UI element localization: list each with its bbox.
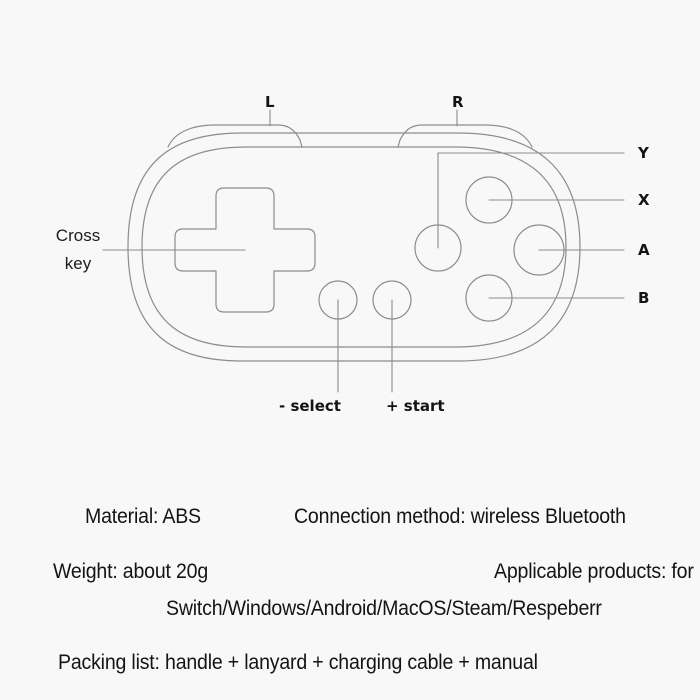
callout-label-button-b: B	[638, 289, 650, 307]
spec-applicable-products-list: Switch/Windows/Android/MacOS/Steam/Respe…	[166, 597, 602, 620]
leader-button-y	[437, 152, 625, 249]
spec-connection-method: Connection method: wireless Bluetooth	[294, 505, 626, 528]
gamepad-diagram	[102, 109, 625, 393]
callout-label-shoulder-right: R	[452, 93, 464, 111]
callout-label-shoulder-left: L	[265, 93, 275, 111]
callout-label-button-a: A	[638, 241, 650, 259]
spec-applicable-products: Applicable products: for	[494, 560, 694, 583]
callout-label-button-x: X	[638, 191, 650, 209]
controller-body-outer	[127, 132, 581, 362]
callout-label-start: + start	[386, 397, 445, 415]
callout-label-select: - select	[279, 397, 341, 415]
spec-material: Material: ABS	[85, 505, 201, 528]
dpad-cross-key	[174, 187, 316, 313]
shoulder-button-right	[397, 124, 533, 148]
controller-body-inner	[141, 146, 567, 348]
callout-label-button-y: Y	[638, 144, 649, 162]
callout-label-cross-key: Cross key	[55, 226, 101, 273]
spec-packing-list: Packing list: handle + lanyard + chargin…	[58, 651, 538, 674]
shoulder-button-left	[167, 124, 303, 148]
spec-weight: Weight: about 20g	[53, 560, 209, 583]
